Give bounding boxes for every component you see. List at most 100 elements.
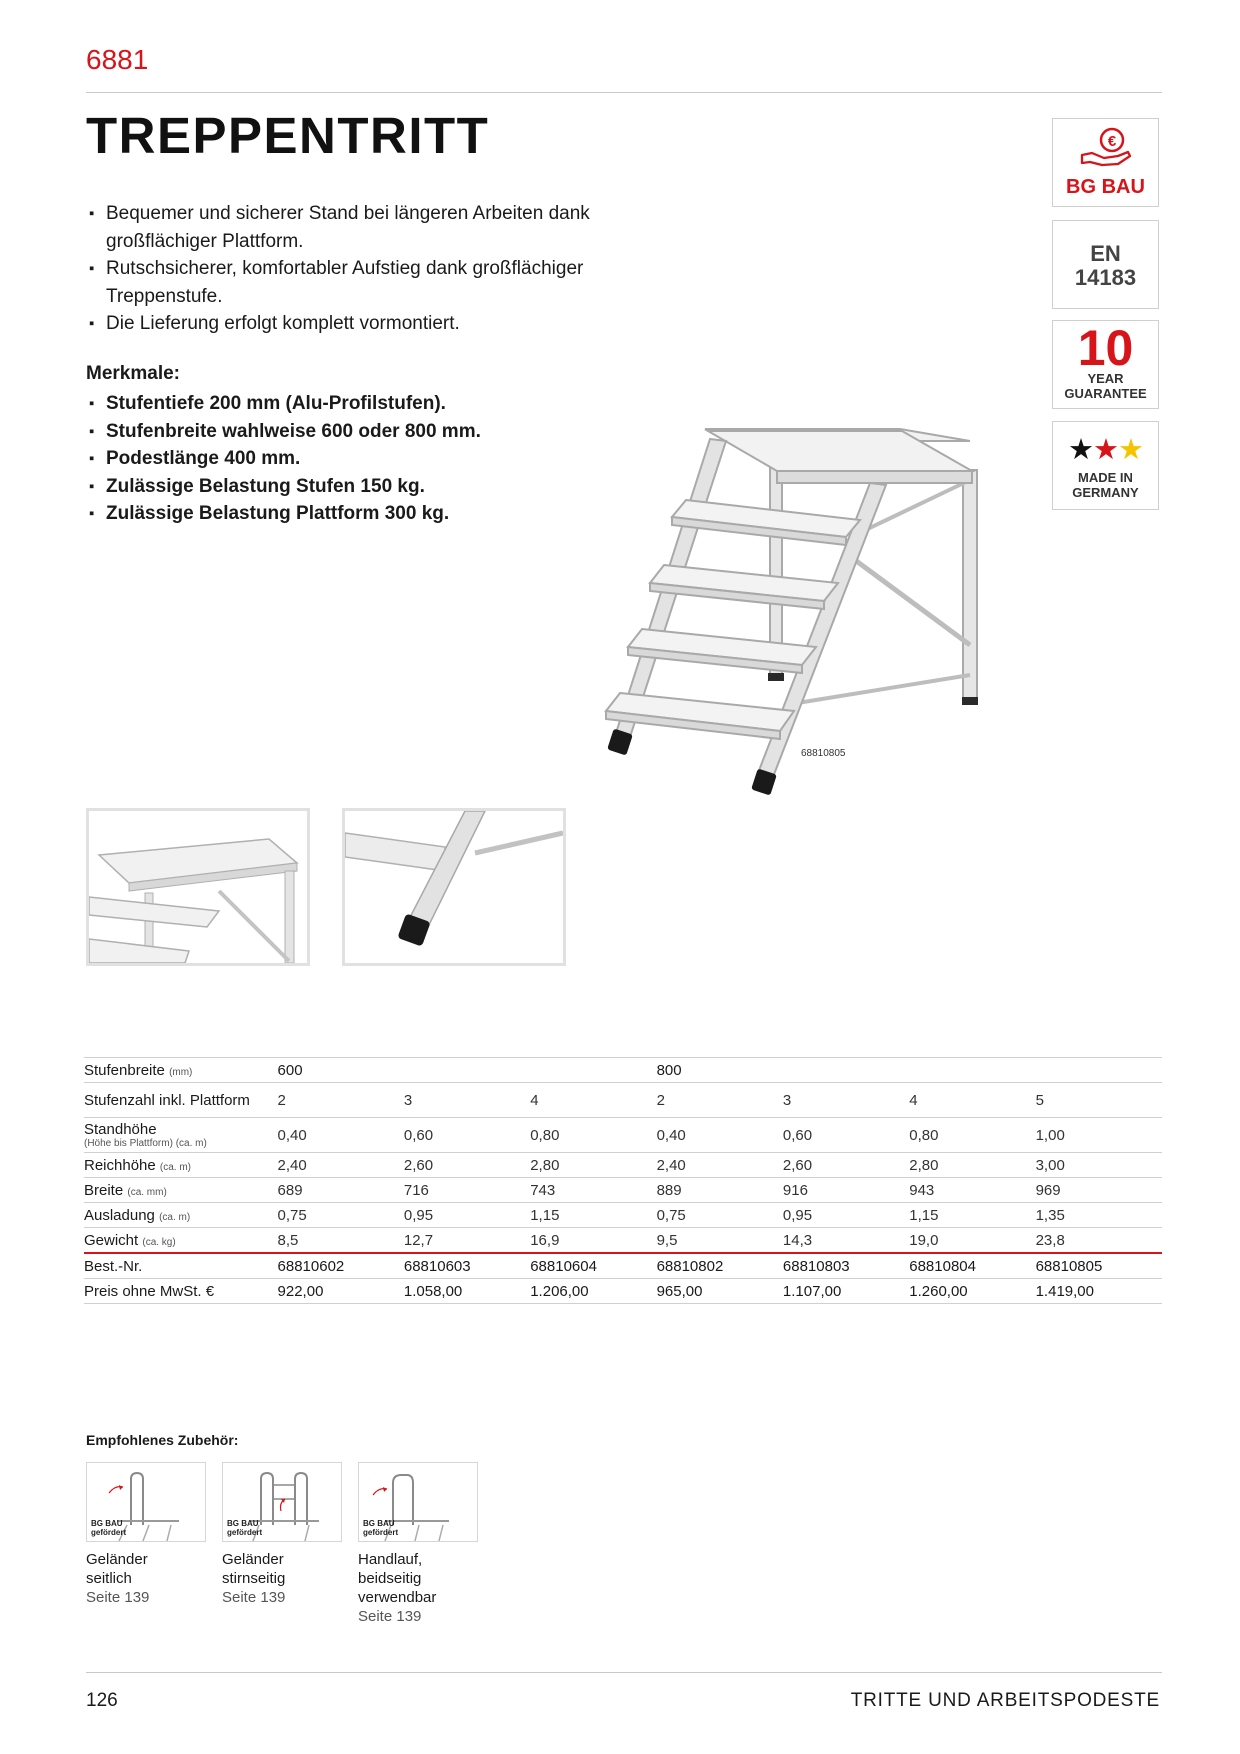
table-row: Gewicht (ca. kg) 8,5 12,7 16,9 9,5 14,3 … <box>84 1227 1162 1253</box>
made-line1: MADE IN <box>1078 470 1133 485</box>
label-stufenbreite: Stufenbreite (mm) <box>84 1057 278 1083</box>
product-image-code: 68810805 <box>801 748 846 759</box>
table-cell: 0,95 <box>403 1202 531 1228</box>
guarantee-line1: YEAR <box>1087 371 1124 386</box>
detail-image-platform <box>86 808 310 966</box>
table-cell: 1.260,00 <box>909 1278 1036 1304</box>
table-cell: 1,15 <box>909 1202 1036 1228</box>
made-in-germany-badge: ★★★ MADE IN GERMANY <box>1052 421 1159 510</box>
accessory-caption: Geländer seitlich Seite 139 <box>86 1551 150 1606</box>
table-cell: 2 <box>656 1082 783 1118</box>
accessory-caption: Geländer stirnseitig Seite 139 <box>222 1551 286 1606</box>
table-cell: 0,40 <box>277 1117 404 1153</box>
feature-item: Podestlänge 400 mm. <box>88 445 608 473</box>
feature-item: Stufenbreite wahlweise 600 oder 800 mm. <box>88 418 608 446</box>
page-reference[interactable]: Seite 139 <box>222 1589 286 1606</box>
side-rail-drawing <box>108 1471 179 1542</box>
top-divider <box>86 92 1162 93</box>
table-cell: 2,40 <box>277 1152 404 1178</box>
table-cell: 68810805 <box>1035 1252 1162 1279</box>
platform-detail-drawing <box>89 838 299 963</box>
table-row: Ausladung (ca. m) 0,75 0,95 1,15 0,75 0,… <box>84 1202 1162 1228</box>
table-cell: 68810602 <box>277 1252 404 1279</box>
made-line2: GERMANY <box>1072 485 1139 500</box>
feature-item: Stufentiefe 200 mm (Alu-Profilstufen). <box>88 390 608 418</box>
table-cell: 2,80 <box>909 1152 1036 1178</box>
table-row: Stufenbreite (mm) 600 800 <box>84 1057 1162 1083</box>
intro-list: Bequemer und sicherer Stand bei längeren… <box>88 200 608 338</box>
table-row: Standhöhe(Höhe bis Plattform) (ca. m) 0,… <box>84 1117 1162 1153</box>
table-cell: 2,80 <box>530 1152 657 1178</box>
svg-text:€: € <box>1108 133 1117 150</box>
label-gewicht: Gewicht (ca. kg) <box>84 1227 278 1253</box>
guarantee-years: 10 <box>1077 320 1134 376</box>
table-cell: 3,00 <box>1035 1152 1162 1178</box>
table-cell: 0,75 <box>656 1202 783 1228</box>
table-cell: 889 <box>656 1177 783 1203</box>
table-cell: 8,5 <box>277 1227 404 1253</box>
section-title: TRITTE UND ARBEITSPODESTE <box>850 1690 1160 1711</box>
en-label: EN <box>1090 241 1121 266</box>
label-breite: Breite (ca. mm) <box>84 1177 278 1203</box>
table-cell: 68810603 <box>403 1252 531 1279</box>
table-cell: 3 <box>403 1082 531 1118</box>
article-number: 6881 <box>86 44 149 75</box>
feature-item: Zulässige Belastung Plattform 300 kg. <box>88 500 608 528</box>
table-row: Breite (ca. mm) 689 716 743 889 916 943 … <box>84 1177 1162 1203</box>
bg-bau-badge: € BG BAU <box>1052 118 1159 207</box>
table-cell: 5 <box>1035 1082 1162 1118</box>
table-cell: 2 <box>277 1082 404 1118</box>
table-cell: 14,3 <box>782 1227 910 1253</box>
table-cell: 0,40 <box>656 1117 783 1153</box>
table-cell: 19,0 <box>909 1227 1036 1253</box>
table-cell: 0,60 <box>782 1117 910 1153</box>
accessory-caption: Handlauf, beidseitig verwendbar Seite 13… <box>358 1551 437 1625</box>
euro-hand-icon: € <box>1080 127 1132 167</box>
table-cell: 0,80 <box>909 1117 1036 1153</box>
page-number: 126 <box>86 1690 118 1711</box>
table-row: Best.-Nr. 68810602 68810603 68810604 688… <box>84 1252 1162 1279</box>
label-standhoehe: Standhöhe(Höhe bis Plattform) (ca. m) <box>84 1117 278 1153</box>
table-row: Reichhöhe (ca. m) 2,40 2,60 2,80 2,40 2,… <box>84 1152 1162 1178</box>
table-cell: 4 <box>530 1082 657 1118</box>
label-bestnr: Best.-Nr. <box>84 1252 278 1279</box>
table-cell: 1.058,00 <box>403 1278 531 1304</box>
table-cell: 1.206,00 <box>530 1278 657 1304</box>
table-cell: 4 <box>909 1082 1036 1118</box>
table-cell: 716 <box>403 1177 531 1203</box>
table-cell: 0,95 <box>782 1202 910 1228</box>
table-cell: 689 <box>277 1177 404 1203</box>
guarantee-badge: 10 YEAR GUARANTEE <box>1052 320 1159 409</box>
table-cell: 68810604 <box>530 1252 657 1279</box>
front-rail-drawing <box>251 1471 319 1542</box>
label-stufenzahl: Stufenzahl inkl. Plattform <box>84 1082 278 1118</box>
table-cell: 12,7 <box>403 1227 531 1253</box>
table-cell: 943 <box>909 1177 1036 1203</box>
page-title: TREPPENTRITT <box>86 107 490 164</box>
table-cell: 800 <box>656 1057 783 1083</box>
table-cell: 969 <box>1035 1177 1162 1203</box>
table-cell: 0,75 <box>277 1202 404 1228</box>
label-ausladung: Ausladung (ca. m) <box>84 1202 278 1228</box>
table-row: Preis ohne MwSt. € 922,00 1.058,00 1.206… <box>84 1278 1162 1304</box>
table-cell: 1,35 <box>1035 1202 1162 1228</box>
foot-detail-drawing <box>345 811 563 946</box>
handrail-drawing <box>372 1474 449 1542</box>
feature-item: Zulässige Belastung Stufen 150 kg. <box>88 473 608 501</box>
table-cell: 2,40 <box>656 1152 783 1178</box>
bg-bau-label: BG BAU <box>1066 176 1145 198</box>
table-cell: 1,15 <box>530 1202 657 1228</box>
table-cell: 965,00 <box>656 1278 783 1304</box>
table-cell: 1.107,00 <box>782 1278 910 1304</box>
label-preis: Preis ohne MwSt. € <box>84 1278 278 1304</box>
table-cell: 916 <box>782 1177 910 1203</box>
intro-item: Die Lieferung erfolgt komplett vormontie… <box>88 310 608 338</box>
page-reference[interactable]: Seite 139 <box>358 1608 422 1625</box>
page-reference[interactable]: Seite 139 <box>86 1589 150 1606</box>
table-cell: 1,00 <box>1035 1117 1162 1153</box>
